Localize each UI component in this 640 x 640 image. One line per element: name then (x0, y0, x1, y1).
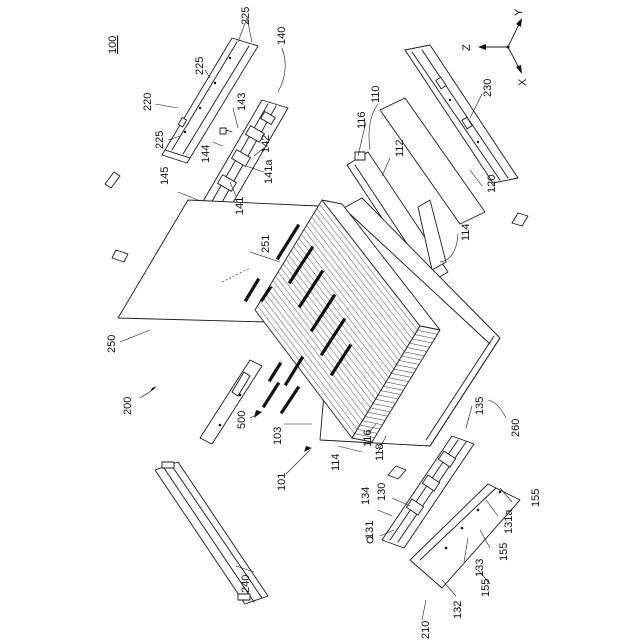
label-110: 110 (370, 85, 382, 103)
axis-z-label: Z (461, 44, 473, 51)
label-260: 260 (510, 419, 522, 437)
label-145: 145 (159, 167, 171, 185)
label-220: 220 (142, 93, 154, 111)
label-114-a: 114 (460, 223, 472, 241)
label-143: 143 (236, 93, 248, 111)
label-500: 500 (236, 411, 248, 429)
axis-x-label: X (517, 78, 529, 86)
label-131: 131 (364, 521, 376, 539)
label-230: 230 (482, 79, 494, 97)
label-225-c: 225 (154, 131, 166, 149)
label-155-b: 155 (498, 543, 510, 561)
label-144: 144 (200, 145, 212, 163)
bus-bar (264, 384, 278, 406)
label-103: 103 (272, 427, 284, 445)
label-155-c: 155 (480, 579, 492, 597)
bus-bar (270, 364, 280, 380)
label-240: 240 (240, 575, 252, 593)
label-131a: 131a (503, 509, 515, 534)
label-112: 112 (394, 139, 406, 157)
label-120: 120 (486, 175, 498, 193)
label-135: 135 (474, 397, 486, 415)
label-210: 210 (420, 621, 432, 639)
label-132: 132 (452, 601, 464, 619)
label-200: 200 (122, 397, 134, 415)
label-140: 140 (276, 27, 288, 45)
label-133: 133 (474, 559, 486, 577)
label-114-b: 114 (330, 453, 342, 471)
label-116-b: 116 (362, 429, 374, 447)
label-141a: 141a (263, 159, 275, 184)
label-155-a: 155 (530, 489, 542, 507)
label-251: 251 (260, 235, 272, 253)
label-142: 142 (260, 135, 272, 153)
bus-bar (282, 388, 298, 412)
label-116-a: 116 (356, 111, 368, 129)
label-141: 141 (234, 197, 246, 215)
label-100: 100 (107, 36, 119, 54)
axis-y-label: Y (513, 8, 525, 16)
label-225-a: 225 (240, 7, 252, 25)
label-101: 101 (276, 473, 288, 491)
label-134: 134 (360, 487, 372, 505)
label-225-b: 225 (194, 57, 206, 75)
label-130: 130 (376, 483, 388, 501)
label-250: 250 (106, 335, 118, 353)
label-118: 118 (374, 443, 386, 461)
frame-200 (200, 360, 262, 444)
axis-indicator: Z Y X (461, 8, 529, 86)
